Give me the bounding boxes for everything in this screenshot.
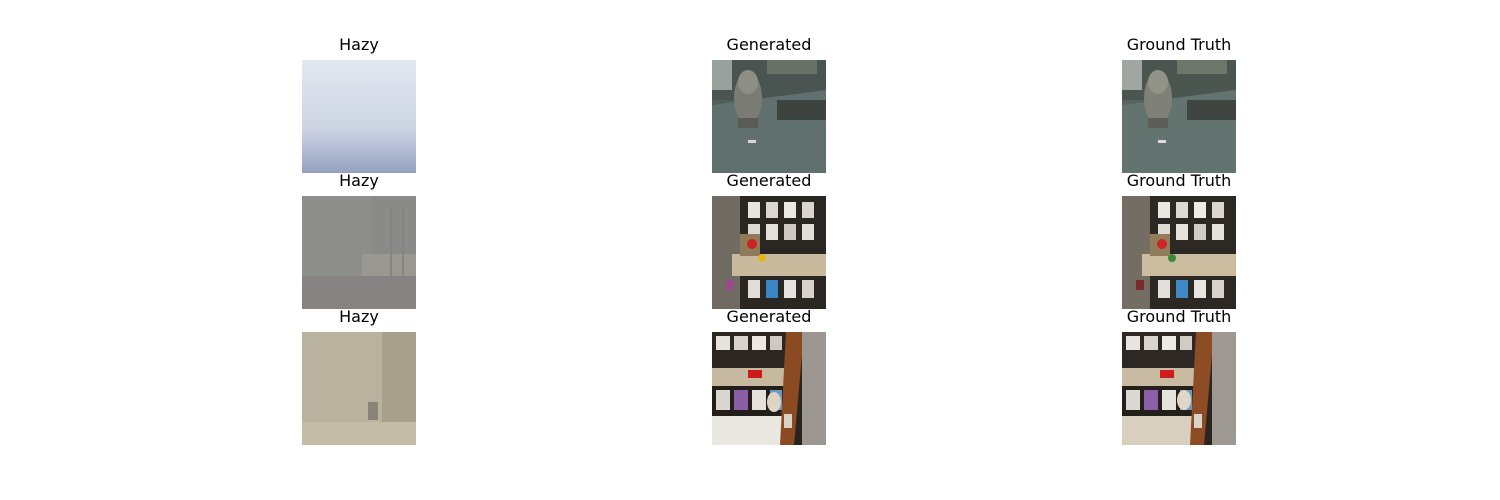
hazy-image-statue — [302, 60, 416, 173]
ground-truth-image-room — [1122, 332, 1236, 445]
panel-title: Hazy — [339, 171, 379, 190]
panel-title: Generated — [726, 171, 812, 190]
hazy-image-room — [302, 332, 416, 445]
panel-title: Generated — [726, 35, 812, 54]
panel-title: Hazy — [339, 307, 379, 326]
panel-title: Ground Truth — [1126, 171, 1232, 190]
ground-truth-image-shelves — [1122, 196, 1236, 309]
panel-title: Ground Truth — [1126, 307, 1232, 326]
generated-image-statue — [712, 60, 826, 173]
generated-image-shelves — [712, 196, 826, 309]
panel-title: Generated — [726, 307, 812, 326]
ground-truth-image-statue — [1122, 60, 1236, 173]
generated-image-room — [712, 332, 826, 445]
panel-title: Ground Truth — [1126, 35, 1232, 54]
hazy-image-shelves — [302, 196, 416, 309]
panel-title: Hazy — [339, 35, 379, 54]
